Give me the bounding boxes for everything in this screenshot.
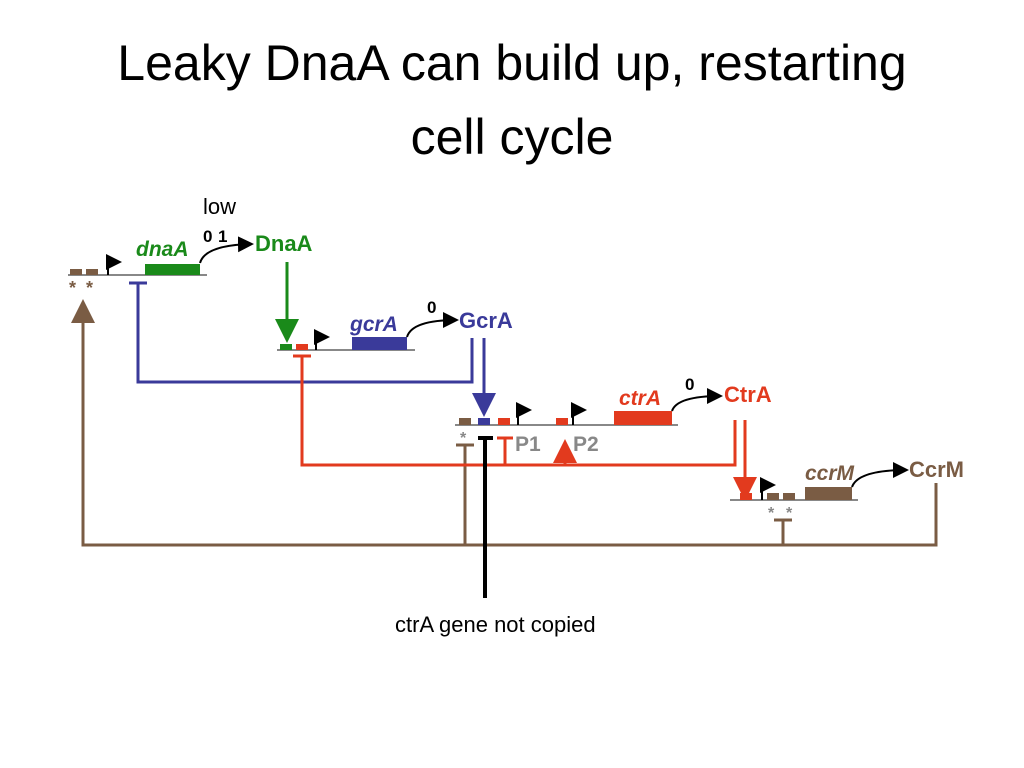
ctrA-operon <box>455 388 723 426</box>
slide-title-line1: Leaky DnaA can build up, restarting <box>117 35 907 91</box>
protein-label-CcrM: CcrM <box>909 457 964 482</box>
ctrA-regulation-line <box>293 354 757 501</box>
gene-label-dnaA: dnaA <box>136 238 189 261</box>
level-dnaA-1: 1 <box>218 227 227 246</box>
low-label: low <box>203 194 237 219</box>
star-1: * <box>69 278 76 298</box>
gcrA-operon <box>277 312 459 351</box>
annotation-text: ctrA gene not copied <box>395 612 596 637</box>
gene-label-ctrA: ctrA <box>619 387 661 410</box>
gene-label-gcrA: gcrA <box>349 313 398 336</box>
gcrA-repression-line <box>129 281 496 417</box>
star-4: * <box>768 505 775 522</box>
ccrM-feedback-line <box>71 299 938 547</box>
star-3: * <box>460 430 467 447</box>
protein-label-DnaA: DnaA <box>255 231 313 256</box>
protein-label-CtrA: CtrA <box>724 382 772 407</box>
level-ctrA: 0 <box>685 375 694 394</box>
promoter-P2-label: P2 <box>573 433 599 456</box>
level-dnaA-0: 0 <box>203 227 212 246</box>
promoter-P1-label: P1 <box>515 433 541 456</box>
not-copied-marker <box>478 436 493 598</box>
star-5: * <box>786 505 793 522</box>
slide-title-line2: cell cycle <box>410 109 614 165</box>
gene-label-ccrM: ccrM <box>805 462 855 485</box>
level-gcrA: 0 <box>427 298 436 317</box>
protein-label-GcrA: GcrA <box>459 308 513 333</box>
ccrM-operon <box>730 462 909 501</box>
dnaA-operon <box>68 236 254 276</box>
star-2: * <box>86 278 93 298</box>
